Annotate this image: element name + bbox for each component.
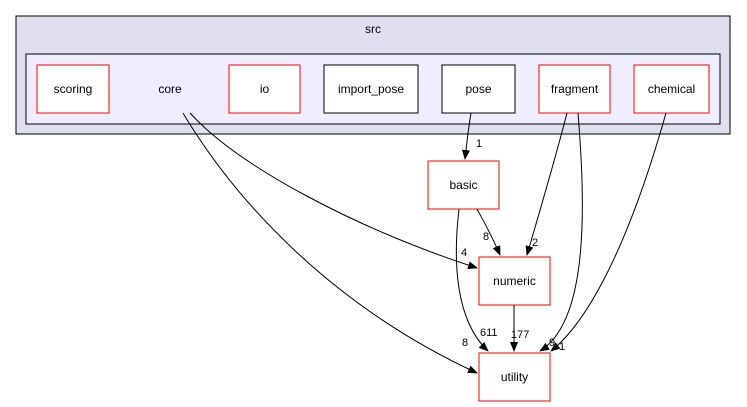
edge-core-to-utility[interactable] — [182, 112, 478, 374]
node-import-pose[interactable]: import_pose — [323, 64, 419, 114]
edge-pose-to-basic[interactable] — [461, 112, 472, 160]
node-numeric-label: numeric — [493, 274, 536, 288]
node-pose-label: pose — [465, 82, 491, 96]
edge-fragment-to-utility[interactable] — [539, 112, 583, 352]
node-numeric-box — [478, 256, 551, 306]
node-io[interactable]: io — [228, 64, 301, 114]
node-basic[interactable]: basic — [427, 160, 500, 210]
edge-core-to-utility-count[interactable]: 8 — [462, 337, 468, 349]
node-basic-label: basic — [449, 178, 477, 192]
node-io-label: io — [260, 82, 270, 96]
edge-fragment-to-numeric-count[interactable]: 2 — [532, 237, 538, 249]
edge-fragment-to-utility-count[interactable]: 9 — [549, 337, 555, 349]
node-chemical-box — [633, 64, 710, 114]
edge-basic-to-numeric-count[interactable]: 8 — [483, 231, 489, 243]
node-basic-box — [427, 160, 500, 210]
node-fragment-label: fragment — [551, 82, 599, 96]
node-pose[interactable]: pose — [441, 64, 516, 114]
node-chemical[interactable]: chemical — [633, 64, 710, 114]
edge-pose-to-basic-count[interactable]: 1 — [476, 138, 482, 150]
node-numeric[interactable]: numeric — [478, 256, 551, 306]
src-cluster-title: src — [365, 22, 381, 36]
edge-core-to-numeric-count[interactable]: 4 — [461, 247, 467, 259]
edge-core-to-numeric[interactable] — [189, 112, 478, 270]
node-utility-label: utility — [501, 370, 528, 384]
node-pose-box — [441, 64, 516, 114]
node-utility[interactable]: utility — [478, 352, 551, 402]
node-io-box — [228, 64, 301, 114]
core-label[interactable]: core — [158, 82, 182, 96]
edge-chemical-to-utility[interactable] — [550, 112, 667, 352]
node-utility-box — [478, 352, 551, 402]
node-scoring-label: scoring — [54, 82, 93, 96]
edge-numeric-to-utility-count[interactable]: 177 — [511, 329, 529, 341]
node-scoring-box — [36, 64, 110, 114]
edge-fragment-to-numeric[interactable] — [525, 112, 568, 256]
node-fragment[interactable]: fragment — [538, 64, 611, 114]
edge-chemical-to-utility-count[interactable]: 1 — [559, 341, 565, 353]
edge-basic-to-utility[interactable] — [455, 208, 489, 352]
edge-basic-to-numeric[interactable] — [476, 208, 501, 256]
node-fragment-box — [538, 64, 611, 114]
node-import-pose-label: import_pose — [338, 82, 404, 96]
edge-basic-to-utility-count[interactable]: 611 — [480, 327, 498, 339]
node-chemical-label: chemical — [648, 82, 695, 96]
node-scoring[interactable]: scoring — [36, 64, 110, 114]
node-import-pose-box — [323, 64, 419, 114]
